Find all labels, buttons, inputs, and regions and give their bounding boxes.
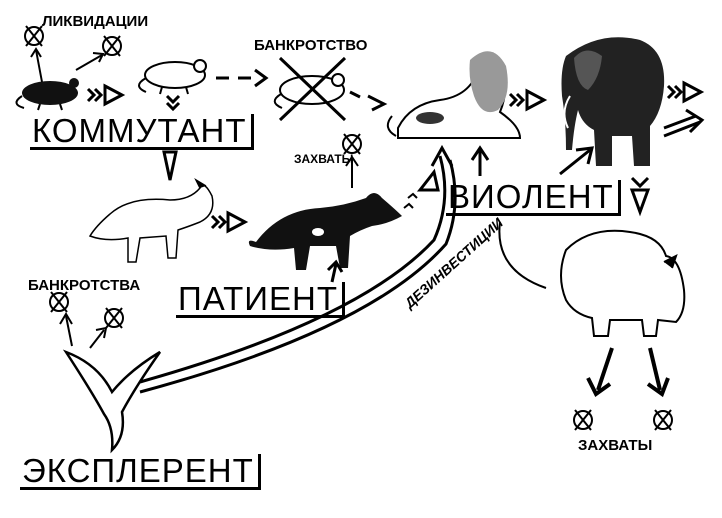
lion-image <box>386 51 522 139</box>
arrow-bird-to-bankruptcy-1 <box>59 312 73 347</box>
hippo-image <box>560 229 686 337</box>
capture-mark-2 <box>653 409 673 431</box>
arrow-mouse-to-liquidation-2 <box>75 52 105 71</box>
dashed-arrow-to-crossed-mouse <box>216 68 269 88</box>
arrow-down-commutant-to-fox <box>162 150 178 181</box>
label-commutant: КОММУТАНТ <box>30 114 254 150</box>
arrow-hippo-to-capture-1 <box>586 347 614 397</box>
chevron-arrow-dark-to-light-mouse <box>86 84 124 106</box>
chevron-arrow-lion-to-elephant <box>508 89 546 111</box>
bird-image <box>62 349 162 454</box>
label-explerent: ЭКСПЛЕРЕНТ <box>20 454 261 490</box>
label-captures-small: ЗАХВАТЫ <box>294 152 354 166</box>
liquidation-mark-2 <box>102 35 122 57</box>
capture-mark-small <box>342 133 362 155</box>
double-curve-explerent-to-lion <box>139 144 457 394</box>
label-violent: ВИОЛЕНТ <box>446 180 621 216</box>
arrow-violent-to-lion <box>470 145 490 176</box>
bankruptcy-mark-1 <box>49 291 69 313</box>
arrow-hippo-to-capture-2 <box>646 347 670 398</box>
capture-mark-1 <box>573 409 593 431</box>
label-captures: ЗАХВАТЫ <box>578 437 653 454</box>
bankruptcy-cross <box>278 56 347 122</box>
fox-dark-image <box>248 193 402 270</box>
arrow-violent-to-elephant <box>559 146 594 176</box>
arrow-bird-to-bankruptcy-2 <box>89 326 108 349</box>
fox-light-image <box>88 178 214 263</box>
chevron-down-arrow-light-mouse-to-commutant <box>165 94 181 112</box>
label-bankruptcy: БАНКРОТСТВО <box>254 37 368 54</box>
chevron-arrow-elephant-right <box>666 81 703 103</box>
bankruptcy-mark-2 <box>104 307 124 329</box>
arrow-up-to-capture-small <box>345 155 359 188</box>
elephant-image <box>561 37 665 166</box>
label-bankruptcies: БАНКРОТСТВА <box>28 277 141 294</box>
disinvestment-arc <box>498 221 547 289</box>
double-arrow-elephant-right <box>663 108 705 138</box>
mouse-light-image <box>138 59 207 95</box>
mouse-dark-image <box>15 78 79 111</box>
dashed-arrow-to-lion <box>349 90 388 112</box>
label-liquidations: ЛИКВИДАЦИИ <box>42 13 149 30</box>
chevron-arrow-light-to-dark-fox <box>210 211 247 233</box>
arrow-up-patient-to-fox <box>326 259 344 283</box>
chevron-down-arrow-elephant-to-hippo <box>629 176 651 217</box>
label-patient: ПАТИЕНТ <box>176 282 346 318</box>
arrow-mouse-to-liquidation-1 <box>30 47 43 83</box>
liquidation-mark-1 <box>24 25 44 47</box>
small-chevron-fox-to-violent <box>403 168 440 209</box>
